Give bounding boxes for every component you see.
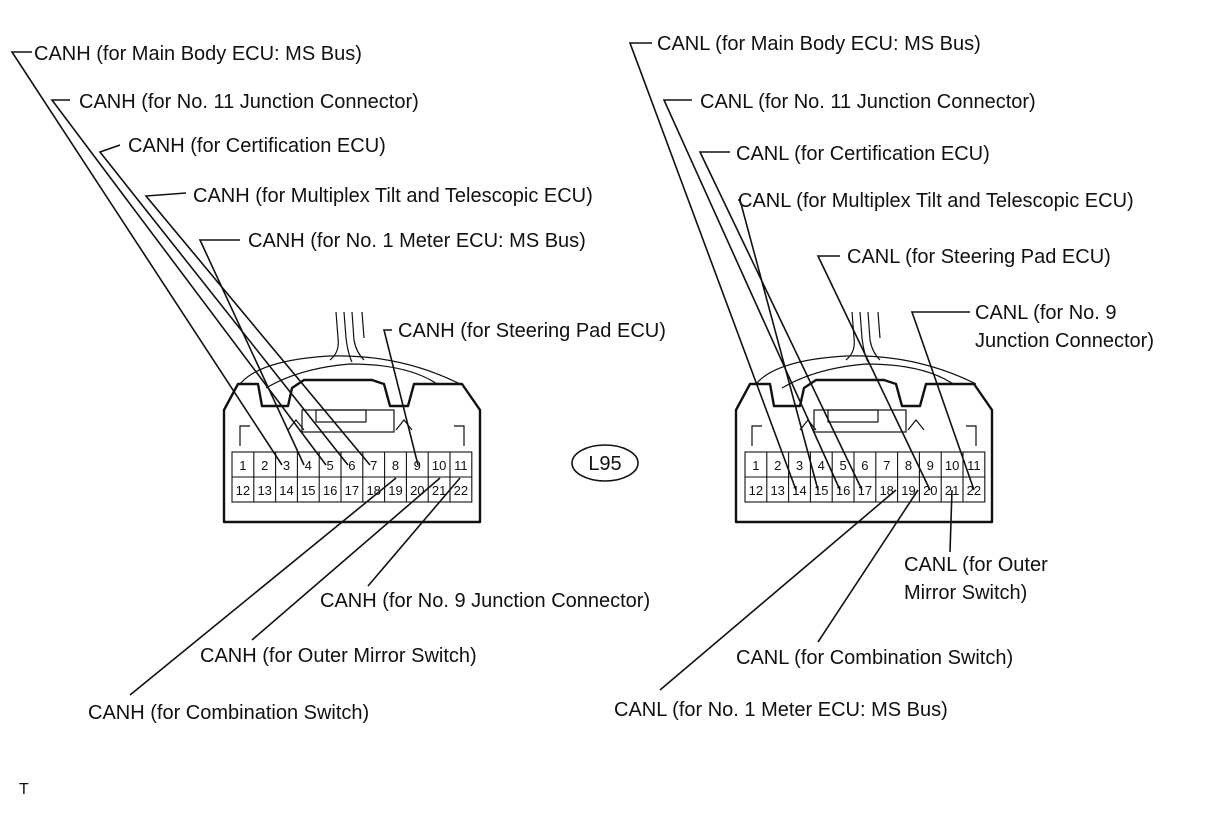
left-pin-21: 21 — [432, 483, 446, 498]
label-canh-combination: CANH (for Combination Switch) — [88, 702, 369, 724]
left-pin-9: 9 — [414, 458, 421, 473]
wire-r-steer — [816, 255, 931, 491]
wire-r-comb — [817, 489, 919, 643]
label-canl-outer-mirror-line2: Mirror Switch) — [904, 582, 1027, 604]
label-canl-combination: CANL (for Combination Switch) — [736, 647, 1013, 669]
wire-l-jc9 — [367, 477, 461, 587]
label-canl-jc11: CANL (for No. 11 Junction Connector) — [700, 91, 1036, 113]
label-canh-meter: CANH (for No. 1 Meter ECU: MS Bus) — [248, 230, 586, 252]
label-canh-main-body: CANH (for Main Body ECU: MS Bus) — [34, 43, 362, 65]
left-pin-10: 10 — [432, 458, 446, 473]
label-canh-certification: CANH (for Certification ECU) — [128, 135, 386, 157]
left-pin-1: 1 — [239, 458, 246, 473]
wire-l-mirror — [251, 477, 441, 641]
right-pin-20: 20 — [923, 483, 937, 498]
left-pin-3: 3 — [283, 458, 290, 473]
right-pin-13: 13 — [770, 483, 784, 498]
right-pin-11: 11 — [967, 458, 981, 473]
wire-r-mirror — [949, 489, 953, 553]
label-canl-outer-mirror-line1: CANL (for Outer — [904, 554, 1048, 576]
wire-r-main-body — [628, 42, 797, 491]
wire-l-steer — [382, 329, 419, 466]
right-pin-3: 3 — [796, 458, 803, 473]
wire-l-meter — [198, 239, 305, 466]
wire-l-cert — [98, 144, 349, 466]
right-pin-18: 18 — [879, 483, 893, 498]
left-pin-6: 6 — [348, 458, 355, 473]
left-pin-12: 12 — [236, 483, 250, 498]
label-canl-certification: CANL (for Certification ECU) — [736, 143, 990, 165]
left-pin-22: 22 — [454, 483, 468, 498]
label-canh-steering-pad: CANH (for Steering Pad ECU) — [398, 320, 666, 342]
left-pin-11: 11 — [454, 458, 468, 473]
wire-l-main-body — [10, 51, 283, 466]
label-canh-jc11: CANH (for No. 11 Junction Connector) — [79, 91, 419, 113]
connector-code: L95 — [588, 453, 621, 475]
right-pin-8: 8 — [905, 458, 912, 473]
left-pin-5: 5 — [326, 458, 333, 473]
left-pin-8: 8 — [392, 458, 399, 473]
left-pin-7: 7 — [370, 458, 377, 473]
left-pin-13: 13 — [257, 483, 271, 498]
label-canh-jc9: CANH (for No. 9 Junction Connector) — [320, 590, 650, 612]
right-pin-9: 9 — [927, 458, 934, 473]
label-canh-outer-mirror: CANH (for Outer Mirror Switch) — [200, 645, 477, 667]
wire-l-tilt — [144, 192, 371, 466]
right-pin-16: 16 — [836, 483, 850, 498]
left-pin-16: 16 — [323, 483, 337, 498]
right-pin-6: 6 — [861, 458, 868, 473]
wire-l-jc11 — [50, 99, 327, 466]
left-pin-15: 15 — [301, 483, 315, 498]
right-pin-7: 7 — [883, 458, 890, 473]
wire-r-cert — [698, 151, 863, 491]
leader-wires — [10, 42, 975, 696]
label-canl-steering-pad: CANL (for Steering Pad ECU) — [847, 246, 1111, 268]
wire-l-comb — [129, 477, 397, 696]
left-pin-20: 20 — [410, 483, 424, 498]
left-pin-17: 17 — [345, 483, 359, 498]
left-labels: CANH (for Main Body ECU: MS Bus) CANH (f… — [34, 43, 666, 724]
label-canl-jc9-line1: CANL (for No. 9 — [975, 302, 1117, 324]
right-pin-5: 5 — [839, 458, 846, 473]
footer-mark: T — [19, 781, 29, 798]
right-pin-2: 2 — [774, 458, 781, 473]
label-canl-meter: CANL (for No. 1 Meter ECU: MS Bus) — [614, 699, 948, 721]
wire-r-jc9 — [910, 311, 975, 491]
label-canl-tilt-telescopic: CANL (for Multiplex Tilt and Telescopic … — [738, 190, 1134, 212]
right-pin-4: 4 — [818, 458, 825, 473]
wire-r-meter — [659, 489, 897, 691]
right-pin-10: 10 — [945, 458, 959, 473]
label-canl-jc9-line2: Junction Connector) — [975, 330, 1154, 352]
right-pin-22: 22 — [967, 483, 981, 498]
right-labels: CANL (for Main Body ECU: MS Bus) CANL (f… — [614, 33, 1154, 721]
wire-r-tilt — [738, 199, 819, 491]
left-pin-4: 4 — [305, 458, 312, 473]
right-pin-1: 1 — [752, 458, 759, 473]
label-canl-main-body: CANL (for Main Body ECU: MS Bus) — [657, 33, 981, 55]
left-pin-2: 2 — [261, 458, 268, 473]
right-pin-14: 14 — [792, 483, 806, 498]
connector-code-badge: L95 — [571, 444, 639, 482]
label-canh-tilt-telescopic: CANH (for Multiplex Tilt and Telescopic … — [193, 185, 593, 207]
left-pin-19: 19 — [388, 483, 402, 498]
left-pin-14: 14 — [279, 483, 293, 498]
wire-r-jc11 — [662, 99, 841, 491]
right-pin-19: 19 — [901, 483, 915, 498]
right-pin-12: 12 — [749, 483, 763, 498]
